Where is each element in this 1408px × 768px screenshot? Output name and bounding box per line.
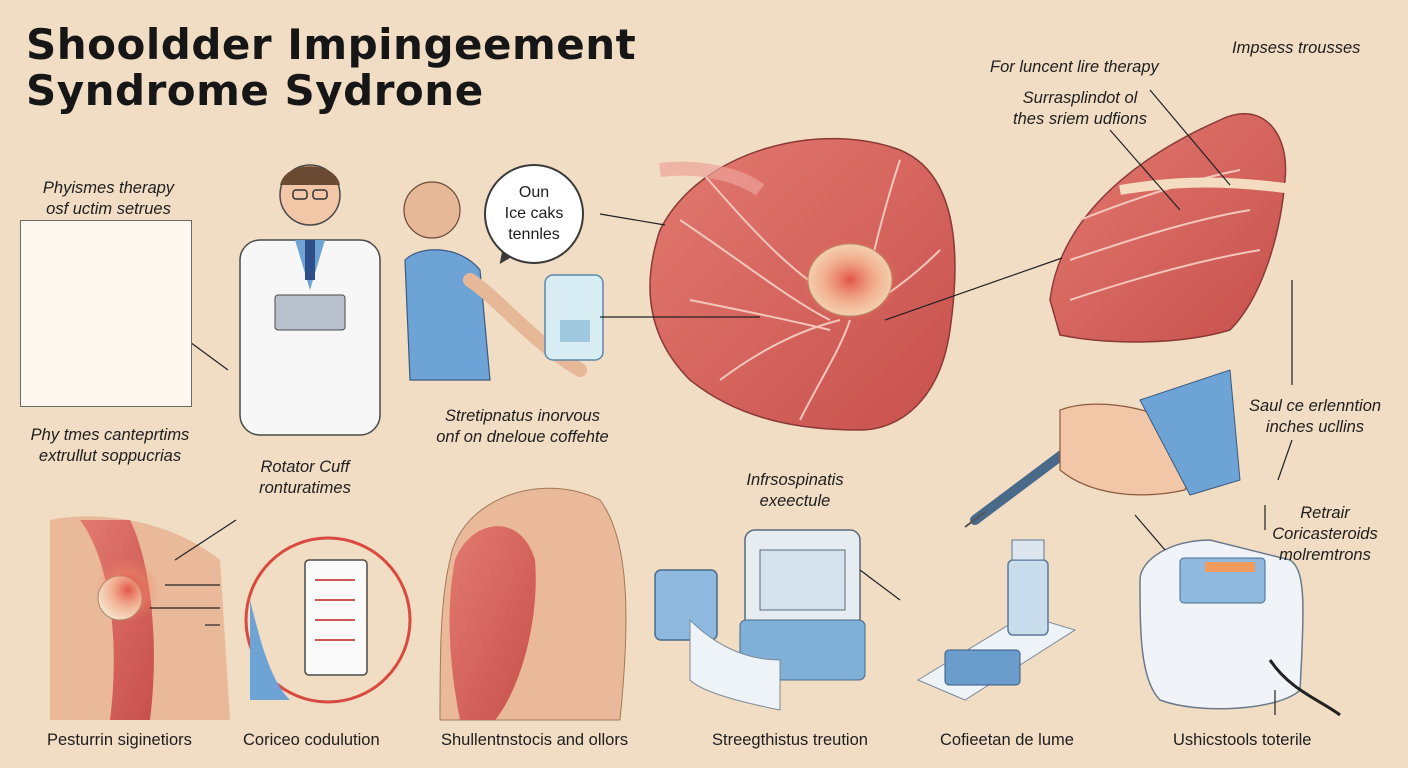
speech-bubble: Oun Ice caks tennles [484,164,584,264]
caption-4: Streegthistus treution [712,731,868,749]
injection-syringe-illustration [964,369,1241,528]
label-supra-line1: Surrasplindot ol [1022,89,1138,107]
upper-right-muscle-illustration [1049,113,1301,343]
page-title: Shooldder Impingeement Syndrome Sydrone [26,22,636,114]
label-stretipnatus: Stretipnatus inorvous onf on dneloue cof… [420,406,625,448]
label-rotator-line2: ronturatimes [259,479,351,497]
torso-shoulder-muscle-illustration [439,487,627,721]
label-saul-line1: Saul ce erlenntion [1248,397,1382,415]
label-laser-therapy: For luncent lire therapy [990,57,1190,78]
shoulder-joint-illustration [50,516,230,720]
label-retrair-line1: Retrair [1300,504,1350,522]
label-strep-line2: onf on dneloue coffehte [436,428,609,446]
label-physio-top-line2: osf uctim setrues [46,200,171,218]
pointer-lines [150,89,1293,715]
clipboard-exam-illustration [244,536,412,704]
label-physio-bottom: Phy tmes canteprtims extrullut soppucria… [10,425,210,467]
label-saul-line2: inches ucllins [1265,418,1365,436]
caption-5: Cofieetan de lume [940,731,1074,749]
speech-bubble-line1: Oun [518,184,550,201]
label-retrair: Retrair Coricasteroids molremtrons [1255,503,1395,566]
label-strep-line1: Stretipnatus inorvous [444,407,600,425]
caption-6: Ushicstools toterile [1173,731,1312,749]
label-physio-bottom-line1: Phy tmes canteprtims [30,426,190,444]
label-retrair-line2: Coricasteroids [1272,525,1378,543]
speech-bubble-line2: Ice caks [504,205,564,222]
label-physio-top-line1: Phyismes therapy [42,179,175,197]
doctor-illustration [239,164,381,436]
label-retrair-line3: molremtrons [1279,546,1371,564]
muscle-inset-frame [20,220,192,407]
medication-vial-illustration [916,539,1077,701]
caption-3: Shullentnstocis and ollors [441,731,629,749]
label-laser-text: For luncent lire therapy [990,58,1159,76]
ultrasound-machine-illustration [1139,539,1341,717]
label-infra-line1: Infrsospinatis [746,471,844,489]
label-supra-line2: thes sriem udfions [1013,110,1147,128]
label-surrasplindot: Surrasplindot ol thes sriem udfions [995,88,1165,130]
label-rotator-line1: Rotator Cuff [260,458,350,476]
page-title-line1: Shooldder Impingeement [26,20,637,69]
caption-1: Pesturrin siginetiors [47,731,192,749]
label-rotator-cuff: Rotator Cuff ronturatimes [235,457,375,499]
speech-bubble-line3: tennles [508,226,560,243]
patient-ice-pack-illustration [403,181,604,381]
label-impsess: Impsess trousses [1232,38,1382,59]
label-infra-line2: exeectule [759,492,831,510]
label-infrsospinatis: Infrsospinatis exeectule [730,470,860,512]
therapy-device-illustration [654,529,866,711]
label-saul: Saul ce erlenntion inches ucllins [1240,396,1390,438]
central-shoulder-muscle-illustration [649,137,956,431]
page-title-line2: Syndrome Sydrone [26,66,484,115]
label-impsess-text: Impsess trousses [1232,39,1361,57]
label-physio-bottom-line2: extrullut soppucrias [38,447,182,465]
label-physio-top: Phyismes therapy osf uctim setrues [26,178,191,220]
caption-2: Coriceo codulution [243,731,380,749]
